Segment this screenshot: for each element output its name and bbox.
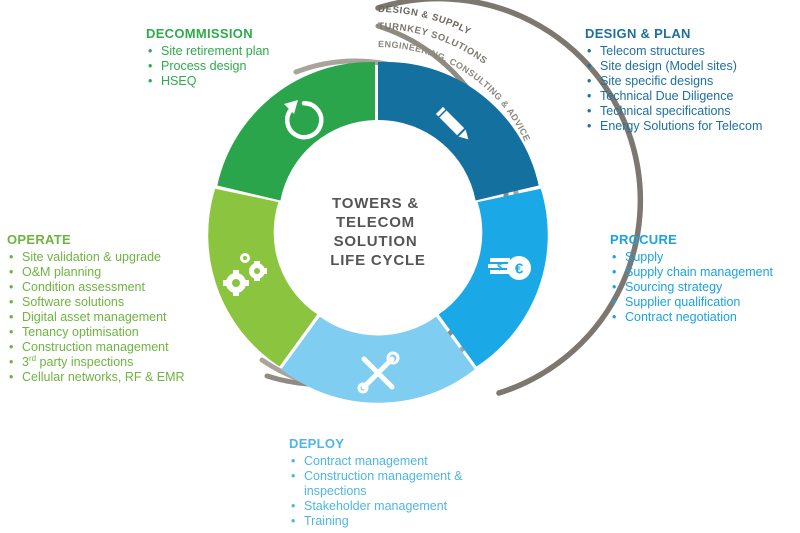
tools-icon xyxy=(357,351,400,394)
list-item: O&M planning xyxy=(7,265,185,280)
panel-design-plan: DESIGN & PLAN Telecom structures Site de… xyxy=(585,26,762,134)
list-item: Cellular networks, RF & EMR xyxy=(7,370,185,385)
center-title-line-1: TOWERS & xyxy=(332,195,419,212)
list-item: Supplier qualification xyxy=(610,295,773,310)
list-item: Sourcing strategy xyxy=(610,280,773,295)
third-party-superscript: rd xyxy=(28,353,37,363)
gears-icon xyxy=(223,253,267,296)
list-item: Site retirement plan xyxy=(146,44,269,59)
panel-title-design-plan: DESIGN & PLAN xyxy=(585,26,691,41)
list-item: Site design (Model sites) xyxy=(585,59,762,74)
panel-title-operate: OPERATE xyxy=(7,232,71,247)
list-item: Tenancy optimisation xyxy=(7,325,185,340)
panel-title-procure: PROCURE xyxy=(610,232,678,247)
list-item: Energy Solutions for Telecom xyxy=(585,119,762,134)
list-item: HSEQ xyxy=(146,74,269,89)
list-item: Construction management & inspections xyxy=(289,469,504,499)
center-title: TOWERS & TELECOM SOLUTION LIFE CYCLE xyxy=(330,195,426,269)
list-item: Process design xyxy=(146,59,269,74)
list-item: Supply xyxy=(610,250,773,265)
list-item: Condition assessment xyxy=(7,280,185,295)
third-party-suffix: party inspections xyxy=(36,355,134,369)
center-title-line-3: SOLUTION xyxy=(334,233,418,250)
panel-title-deploy: DEPLOY xyxy=(289,436,345,451)
list-item: Contract negotiation xyxy=(610,310,773,325)
decommission-list: Site retirement plan Process design HSEQ xyxy=(146,44,269,89)
panel-deploy: DEPLOY Contract management Construction … xyxy=(289,436,504,529)
pencil-icon xyxy=(435,106,469,140)
ring-design-supply xyxy=(375,0,644,396)
deploy-list: Contract management Construction managem… xyxy=(289,454,504,529)
list-item: Digital asset management xyxy=(7,310,185,325)
list-item: 3rd party inspections xyxy=(7,353,185,370)
list-item: Site validation & upgrade xyxy=(7,250,185,265)
operate-list: Site validation & upgrade O&M planning C… xyxy=(7,250,185,385)
list-item: Software solutions xyxy=(7,295,185,310)
panel-decommission: DECOMMISSION Site retirement plan Proces… xyxy=(146,26,269,89)
third-party-prefix: 3 xyxy=(22,355,29,369)
segment-decommission xyxy=(217,61,375,201)
center-title-line-4: LIFE CYCLE xyxy=(330,252,426,269)
list-item: Site specific designs xyxy=(585,74,762,89)
money-euro-icon: $ € xyxy=(488,256,531,280)
segment-deploy xyxy=(281,316,475,403)
design-list: Telecom structures Site design (Model si… xyxy=(585,44,762,134)
segment-procure xyxy=(438,188,548,367)
panel-operate: OPERATE Site validation & upgrade O&M pl… xyxy=(7,232,185,385)
list-item: Contract management xyxy=(289,454,504,469)
procure-list: Supply Supply chain management Sourcing … xyxy=(610,250,773,325)
svg-text:€: € xyxy=(515,261,524,278)
list-item: Construction management xyxy=(7,340,185,355)
list-item: Telecom structures xyxy=(585,44,762,59)
segment-operate xyxy=(208,188,318,367)
list-item: Supply chain management xyxy=(610,265,773,280)
panel-title-decommission: DECOMMISSION xyxy=(146,26,253,41)
svg-text:$: $ xyxy=(497,262,502,272)
refresh-icon xyxy=(284,100,324,140)
list-item: Technical Due Diligence xyxy=(585,89,762,104)
list-item: Training xyxy=(289,514,504,529)
panel-procure: PROCURE Supply Supply chain management S… xyxy=(610,232,773,325)
list-item: Stakeholder management xyxy=(289,499,504,514)
list-item: Technical specifications xyxy=(585,104,762,119)
center-title-line-2: TELECOM xyxy=(336,214,415,231)
